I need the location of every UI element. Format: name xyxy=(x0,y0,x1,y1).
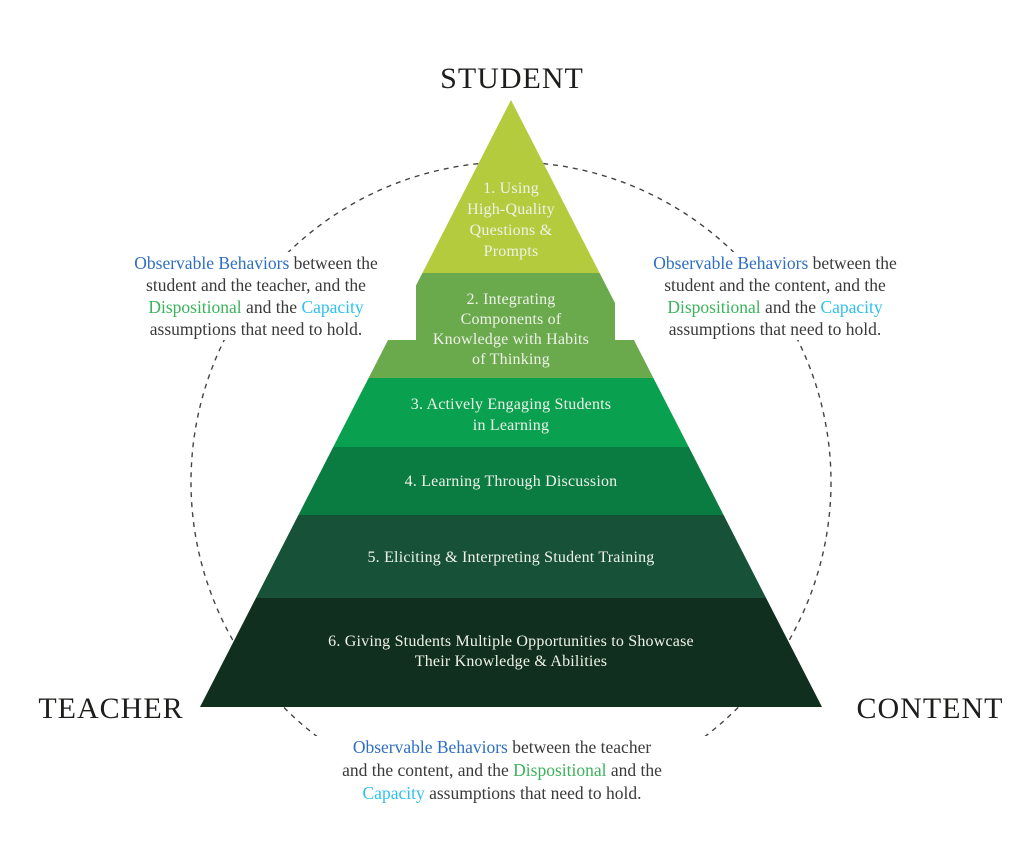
pyramid-level-5 xyxy=(255,515,767,598)
annotation-line: Observable Behaviors between the xyxy=(615,252,935,274)
annotation-line: Observable Behaviors between the xyxy=(96,252,416,274)
text-segment: and the xyxy=(606,760,662,780)
text-segment: Dispositional xyxy=(667,297,761,317)
vertex-label-teacher: TEACHER xyxy=(38,692,184,725)
annotation-line: assumptions that need to hold. xyxy=(96,318,416,340)
annotation-teacher-content: Observable Behaviors between the teacher… xyxy=(292,736,712,805)
pyramid-level-1-label: 1. Using High-Quality Questions & Prompt… xyxy=(467,180,555,260)
text-segment: Capacity xyxy=(301,297,364,317)
text-segment: Observable Behaviors xyxy=(352,737,508,757)
text-segment: and the xyxy=(241,297,302,317)
text-segment: between the xyxy=(808,253,897,273)
text-segment: Dispositional xyxy=(148,297,242,317)
text-segment: Observable Behaviors xyxy=(653,253,809,273)
vertex-label-student: STUDENT xyxy=(440,62,584,95)
pyramid-level-2-label: 2. Integrating Components of Knowledge w… xyxy=(432,291,590,368)
text-segment: assumptions that need to hold. xyxy=(668,319,882,339)
text-segment: assumptions that need to hold. xyxy=(424,783,642,803)
annotation-line: Observable Behaviors between the teacher xyxy=(292,736,712,759)
pyramid-level-1 xyxy=(422,100,600,273)
annotation-line: Capacity assumptions that need to hold. xyxy=(292,782,712,805)
pyramid-level-2 xyxy=(368,273,654,378)
annotation-line: Dispositional and the Capacity xyxy=(615,296,935,318)
text-segment: student and the teacher, and the xyxy=(146,275,366,295)
pyramid-level-4 xyxy=(298,447,724,515)
pyramid-level-5-label: 5. Eliciting & Interpreting Student Trai… xyxy=(367,549,655,566)
annotation-line: student and the content, and the xyxy=(615,274,935,296)
text-segment: Dispositional xyxy=(513,760,607,780)
pyramid-level-4-label: 4. Learning Through Discussion xyxy=(404,473,618,490)
annotation-line: assumptions that need to hold. xyxy=(615,318,935,340)
text-segment: Observable Behaviors xyxy=(134,253,290,273)
text-segment: and the xyxy=(760,297,821,317)
text-segment: student and the content, and the xyxy=(664,275,886,295)
pyramid-level-6 xyxy=(200,598,822,707)
text-segment: between the xyxy=(289,253,378,273)
pyramid-level-3-label: 3. Actively Engaging Students in Learnin… xyxy=(410,396,612,434)
annotation-line: Dispositional and the Capacity xyxy=(96,296,416,318)
text-segment: and the content, and the xyxy=(342,760,514,780)
text-segment: Capacity xyxy=(820,297,883,317)
text-segment: between the teacher xyxy=(507,737,652,757)
pyramid-level-3 xyxy=(333,378,689,447)
pyramid-level-6-label: 6. Giving Students Multiple Opportunitie… xyxy=(328,633,694,670)
text-segment: assumptions that need to hold. xyxy=(149,319,363,339)
text-segment: Capacity xyxy=(362,783,425,803)
annotation-line: student and the teacher, and the xyxy=(96,274,416,296)
annotation-line: and the content, and the Dispositional a… xyxy=(292,759,712,782)
vertex-label-content: CONTENT xyxy=(856,692,1004,725)
